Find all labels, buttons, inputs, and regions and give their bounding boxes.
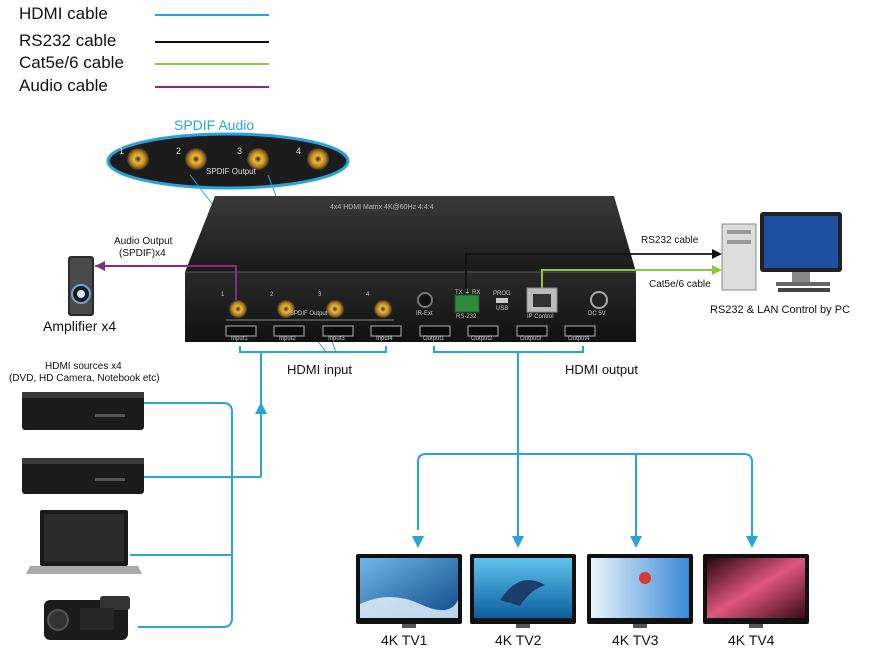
cat5-cable — [541, 269, 712, 288]
matrix-ir-label: IR-Ext — [416, 311, 433, 317]
audio-output-label-line2: (SPDIF)x4 — [119, 248, 166, 259]
spdif-rca-2 — [185, 148, 207, 170]
audio-cable — [95, 265, 237, 300]
dvd-player-1 — [22, 392, 144, 430]
legend-cat-label: Cat5e/6 cable — [19, 53, 124, 72]
matrix-prog-label: PROG — [493, 291, 511, 297]
matrix-output-4-label: Output4 — [568, 336, 590, 342]
matrix-usb-label: USB — [496, 306, 509, 312]
matrix-rca-4 — [374, 300, 392, 318]
spdif-audio-callout — [106, 132, 350, 353]
matrix-output-3-label: Output3 — [520, 336, 542, 342]
spdif-output-label: SPDIF Output — [206, 167, 256, 176]
matrix-rs232-terminal — [454, 294, 480, 313]
tv-2 — [470, 554, 576, 628]
matrix-rca-3 — [326, 300, 344, 318]
matrix-audio-port-3: 3 — [318, 292, 322, 298]
notebook — [26, 510, 142, 574]
matrix-rca-2 — [277, 300, 295, 318]
hdmi-input-label: HDMI input — [287, 362, 353, 377]
spdif-rca-3 — [247, 148, 269, 170]
tv-4 — [703, 554, 809, 628]
spdif-audio-title: SPDIF Audio — [174, 117, 255, 133]
spdif-rca-1 — [127, 148, 149, 170]
spdif-port-1-label: 1 — [119, 146, 125, 156]
matrix-audio-port-2: 2 — [270, 292, 274, 298]
matrix-spdif-label: SPDIF Output — [290, 311, 328, 317]
amplifier-label: Amplifier x4 — [43, 318, 117, 334]
hd-camera — [44, 596, 130, 640]
matrix-dc-label: DC 5V — [588, 311, 606, 317]
matrix-dc-jack — [590, 291, 608, 309]
legend-rs232-label: RS232 cable — [19, 31, 117, 50]
matrix-output-2-label: Output2 — [471, 336, 493, 342]
spdif-port-3-label: 3 — [237, 146, 243, 156]
pc-device — [721, 212, 842, 292]
matrix-rs232-top: TX ⏚ RX — [455, 290, 481, 296]
tv-2-label: 4K TV2 — [495, 632, 542, 648]
spdif-port-4-label: 4 — [296, 146, 302, 156]
matrix-hdmi-output-4 — [564, 325, 596, 337]
rs232-cable-label: RS232 cable — [641, 235, 699, 246]
tv-1 — [356, 554, 462, 628]
matrix-hdmi-input-3 — [322, 325, 354, 337]
amplifier-device — [68, 256, 94, 316]
matrix-audio-port-1: 1 — [221, 292, 225, 298]
matrix-rca-1 — [229, 300, 247, 318]
matrix-ip-label: IP Control — [527, 314, 554, 320]
matrix-hdmi-input-1 — [225, 325, 257, 337]
matrix-hdmi-output-1 — [419, 325, 451, 337]
hdmi-sources-label-line1: HDMI sources x4 — [45, 361, 122, 372]
matrix-audio-port-4: 4 — [366, 292, 370, 298]
matrix-hdmi-input-4 — [370, 325, 402, 337]
dvd-player-2 — [22, 458, 144, 494]
matrix-input-2-label: Input2 — [279, 336, 296, 342]
hdmi-matrix-device — [185, 196, 636, 342]
rs232-cable — [465, 253, 712, 288]
matrix-input-1-label: Input1 — [231, 336, 248, 342]
pc-label: RS232 & LAN Control by PC — [710, 304, 851, 316]
legend-audio-line — [155, 86, 269, 88]
legend-audio-label: Audio cable — [19, 76, 108, 95]
hdmi-input-cables — [130, 346, 387, 628]
legend-hdmi-label: HDMI cable — [19, 4, 108, 23]
legend-hdmi-line — [155, 14, 269, 16]
matrix-rs232-label: RS-232 — [456, 314, 477, 320]
matrix-ir-jack — [417, 292, 433, 308]
hdmi-output-cables — [417, 346, 753, 540]
matrix-input-4-label: Input4 — [376, 336, 393, 342]
tv-3-label: 4K TV3 — [612, 632, 659, 648]
legend-cat-line — [155, 63, 269, 65]
matrix-hdmi-input-2 — [273, 325, 305, 337]
spdif-rca-4 — [307, 148, 329, 170]
tv-3 — [587, 554, 693, 628]
matrix-top-label: 4x4 HDMI Matrix 4K@60Hz 4:4:4 — [330, 204, 434, 211]
audio-output-label-line1: Audio Output — [114, 236, 173, 247]
hdmi-sources-label-line2: (DVD, HD Camera, Notebook etc) — [9, 373, 160, 384]
cat-cable-label: Cat5e/6 cable — [649, 279, 711, 290]
matrix-usb-port — [496, 298, 508, 303]
hdmi-output-label: HDMI output — [565, 362, 638, 377]
matrix-hdmi-output-2 — [467, 325, 499, 337]
tv-4-label: 4K TV4 — [728, 632, 775, 648]
matrix-output-1-label: Output1 — [423, 336, 445, 342]
spdif-port-2-label: 2 — [176, 146, 182, 156]
matrix-hdmi-output-3 — [516, 325, 548, 337]
matrix-input-3-label: Input3 — [328, 336, 345, 342]
legend-rs232-line — [155, 41, 269, 43]
tv-1-label: 4K TV1 — [381, 632, 428, 648]
